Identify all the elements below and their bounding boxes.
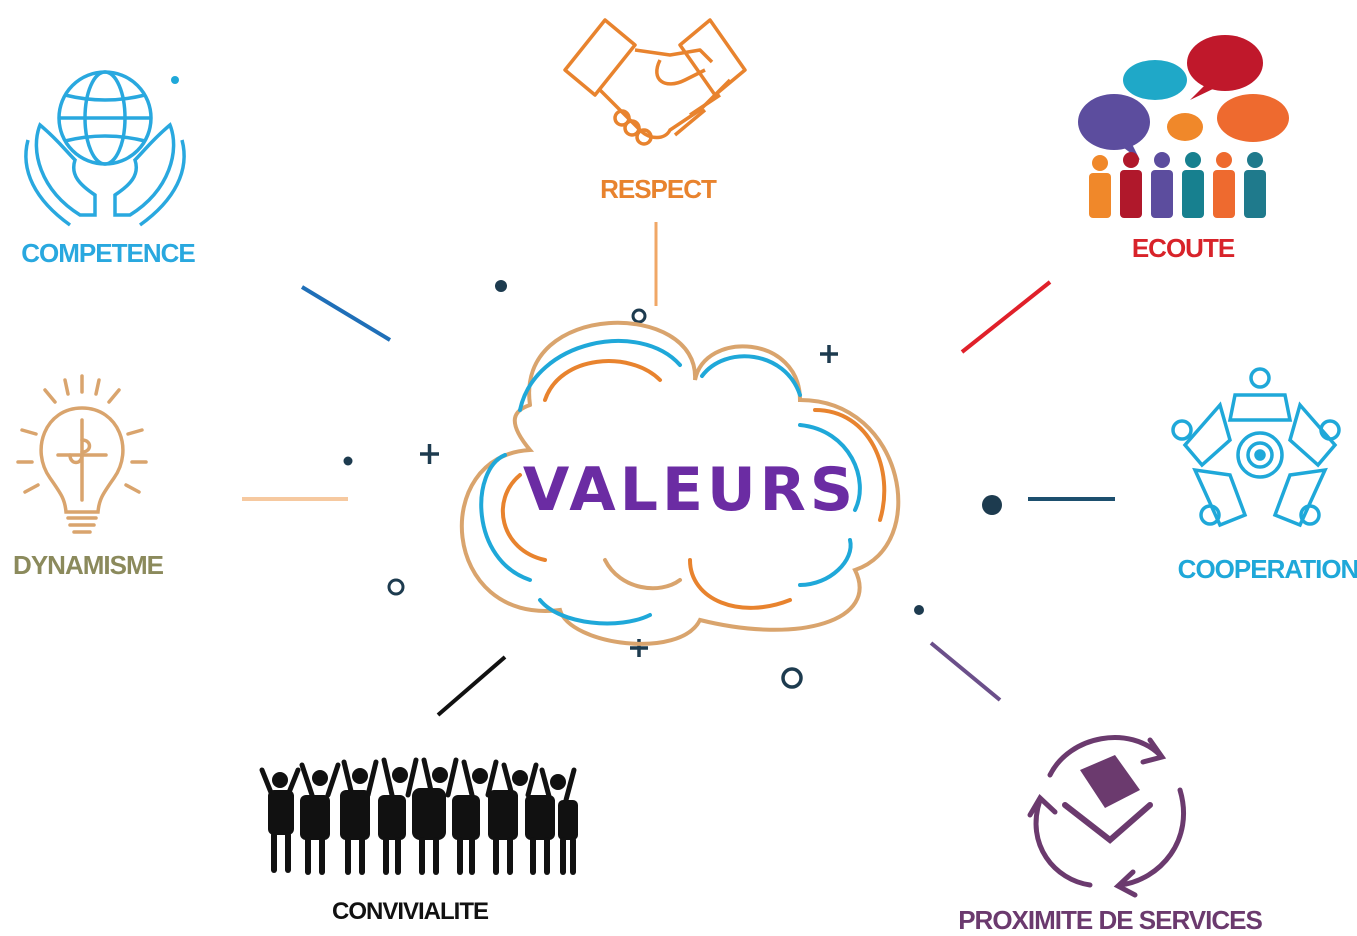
ring <box>387 578 405 596</box>
cloud-icon <box>459 320 901 646</box>
team-circle-icon <box>1171 367 1341 528</box>
dot <box>914 605 924 615</box>
speech-bubbles-people-icon <box>1078 35 1289 218</box>
dot <box>343 456 353 466</box>
people-row <box>1089 152 1266 218</box>
center-title: VALEURS <box>522 455 858 525</box>
ring <box>781 667 803 689</box>
crowd-back-row <box>259 757 577 803</box>
connector-competence <box>300 285 392 342</box>
crowd-cheering-icon <box>259 757 578 875</box>
connector-convivialite <box>436 655 507 717</box>
crowd-legs <box>271 832 576 875</box>
connector-lines <box>242 222 1115 717</box>
ring <box>631 308 647 324</box>
label-proximite: PROXIMITE DE SERVICES <box>958 905 1263 935</box>
dot <box>495 280 507 292</box>
connector-ecoute <box>960 280 1052 354</box>
crowd-bodies <box>268 788 578 840</box>
label-respect: RESPECT <box>600 174 717 204</box>
label-cooperation: COOPERATION <box>1177 554 1357 584</box>
connector-proximite <box>929 641 1002 702</box>
hands-globe-icon <box>24 70 186 227</box>
label-competence: COMPETENCE <box>21 238 195 268</box>
dot <box>982 495 1002 515</box>
label-convivialite: CONVIVIALITE <box>331 898 489 925</box>
lightbulb-puzzle-icon <box>16 374 148 534</box>
dot <box>171 76 179 84</box>
label-dynamisme: DYNAMISME <box>13 550 164 580</box>
decorations <box>171 76 1002 689</box>
label-ecoute: ECOUTE <box>1131 233 1235 263</box>
handshake-icon <box>563 18 747 146</box>
house-cycle-icon <box>1027 735 1187 898</box>
